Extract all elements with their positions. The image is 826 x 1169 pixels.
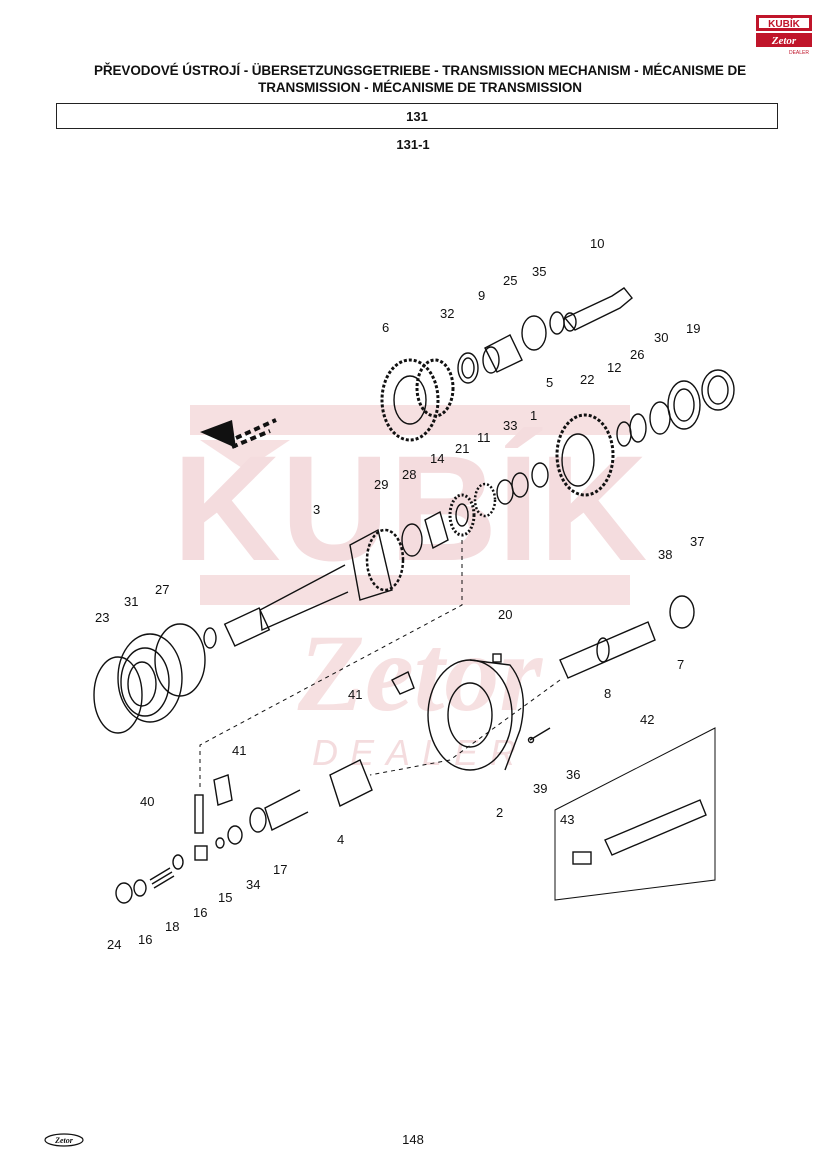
callout-22: 22 [580, 372, 594, 387]
part-17-ring [227, 825, 243, 845]
watermark-sub: Zetor [297, 612, 544, 734]
group-number-box: 131 [56, 103, 778, 129]
callout-17: 17 [273, 862, 287, 877]
group-number: 131 [406, 108, 428, 124]
callout-15: 15 [218, 890, 232, 905]
callout-5: 5 [546, 375, 553, 390]
callout-21: 21 [455, 441, 469, 456]
part-10-shaft [563, 287, 633, 332]
part-2-housing [427, 659, 525, 771]
part-31-bearing [117, 633, 183, 723]
page-number: 148 [402, 1132, 424, 1147]
part-3-shaft [203, 528, 405, 649]
callout-labels: 10 25 35 9 32 6 30 19 26 22 12 5 1 33 11… [95, 236, 704, 952]
part-23-ring [93, 656, 143, 734]
part-22-bearing [616, 421, 632, 447]
footer-zetor-logo: Zetor [44, 1133, 84, 1147]
callout-37: 37 [690, 534, 704, 549]
callout-10: 10 [590, 236, 604, 251]
callout-12: 12 [607, 360, 621, 375]
callout-6: 6 [382, 320, 389, 335]
callout-18: 18 [165, 919, 179, 934]
part-41-lower [213, 774, 233, 806]
part-5-gear [555, 413, 615, 497]
callout-14: 14 [430, 451, 444, 466]
callout-41-upper: 41 [348, 687, 362, 702]
callout-29: 29 [374, 477, 388, 492]
callout-30: 30 [654, 330, 668, 345]
part-6-gear [380, 358, 455, 442]
logo-sub: Zetor [771, 35, 797, 47]
watermark-brand: KUBÍK [173, 424, 648, 592]
part-34-ring [215, 837, 225, 849]
part-8-shaft [559, 621, 656, 679]
part-4-shaft [249, 759, 373, 833]
part-21-gear [473, 482, 497, 518]
part-19-ring [701, 369, 735, 411]
callout-24: 24 [107, 937, 121, 952]
callout-42: 42 [640, 712, 654, 727]
part-24-ring [115, 882, 133, 904]
part-11-ring [496, 479, 514, 505]
footer-logo-text: Zetor [54, 1136, 74, 1145]
callout-2: 2 [496, 805, 503, 820]
part-28-ring [424, 510, 449, 550]
callout-4: 4 [337, 832, 344, 847]
watermark-tag: DEALER [312, 732, 528, 773]
part-16-washer [172, 854, 184, 870]
part-25-ring [521, 315, 547, 351]
callout-39: 39 [533, 781, 547, 796]
part-14-gear [448, 493, 476, 537]
part-29-bearing [401, 523, 423, 557]
callout-1: 1 [530, 408, 537, 423]
part-35-ring [549, 311, 565, 335]
part-18-spring [149, 867, 175, 889]
callout-28: 28 [402, 467, 416, 482]
part-42-kit [554, 727, 716, 901]
logo-tag: DEALER [789, 50, 809, 56]
callout-16-lower: 16 [138, 932, 152, 947]
callout-20: 20 [498, 607, 512, 622]
callout-19: 19 [686, 321, 700, 336]
callout-23: 23 [95, 610, 109, 625]
part-32-bearing [457, 352, 479, 384]
part-26-ring [649, 401, 671, 435]
part-20-bolt [492, 653, 502, 663]
logo-brand: KUBÍK [768, 17, 800, 30]
callout-16-upper: 16 [193, 905, 207, 920]
callout-34: 34 [246, 877, 260, 892]
kubik-logo: KUBÍK Zetor DEALER [756, 15, 812, 56]
callout-26: 26 [630, 347, 644, 362]
callout-27: 27 [155, 582, 169, 597]
part-40-pin [194, 794, 204, 834]
callout-41-lower: 41 [232, 743, 246, 758]
direction-arrow-icon [200, 418, 277, 449]
callout-35: 35 [532, 264, 546, 279]
callout-38: 38 [658, 547, 672, 562]
page-title-line-2: TRANSMISSION - MÉCANISME DE TRANSMISSION [258, 80, 582, 95]
part-30-bearing [667, 380, 701, 430]
callout-31: 31 [124, 594, 138, 609]
part-7-plate [669, 595, 695, 629]
part-1-ring [531, 462, 549, 488]
callout-25: 25 [503, 273, 517, 288]
callout-3: 3 [313, 502, 320, 517]
part-15-detent [194, 845, 208, 861]
callout-40: 40 [140, 794, 154, 809]
subgroup-number: 131-1 [396, 137, 430, 152]
callout-36: 36 [566, 767, 580, 782]
part-41-upper [391, 671, 415, 695]
callout-33: 33 [503, 418, 517, 433]
callout-43: 43 [560, 812, 574, 827]
callout-32: 32 [440, 306, 454, 321]
part-9-bushing [484, 334, 523, 373]
callout-8: 8 [604, 686, 611, 701]
callout-9: 9 [478, 288, 485, 303]
page-title-line-1: PŘEVODOVÉ ÚSTROJÍ - ÜBERSETZUNGSGETRIEBE… [93, 63, 747, 78]
page-title: PŘEVODOVÉ ÚSTROJÍ - ÜBERSETZUNGSGETRIEBE… [60, 62, 780, 96]
callout-11: 11 [477, 430, 491, 445]
watermark: KUBÍK Zetor DEALER [173, 405, 648, 773]
callout-7: 7 [677, 657, 684, 672]
